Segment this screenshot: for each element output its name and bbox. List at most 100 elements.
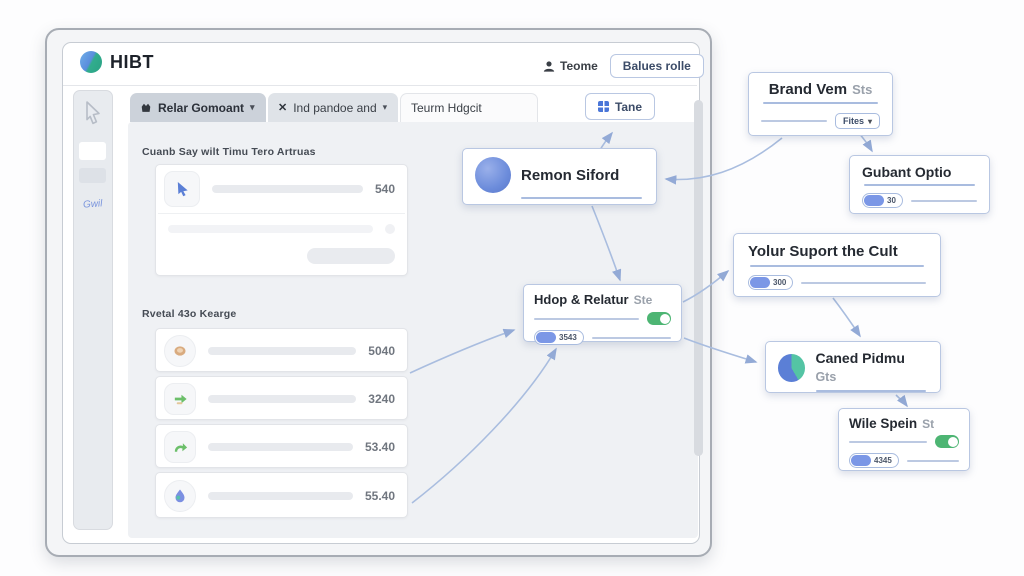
rail-swatch-gray[interactable] — [79, 168, 106, 183]
line-placeholder — [906, 459, 959, 462]
value-badge: 30 — [862, 193, 903, 208]
node-caned-pidmu[interactable]: Caned Pidmu Gts — [765, 341, 941, 393]
list-item[interactable]: 53.40 — [155, 424, 408, 468]
underline — [816, 390, 926, 392]
tane-label: Tane — [614, 99, 643, 114]
chevron-down-icon: ▾ — [382, 102, 388, 112]
tab-teurm-hdgcit[interactable]: Teurm Hdgcit — [400, 93, 538, 122]
logo-text: HIBT — [110, 51, 154, 72]
node-title: Yolur Suport the Cult — [748, 243, 898, 260]
toggle-knob — [948, 436, 958, 447]
app-logo: HIBT — [80, 51, 154, 73]
underline — [864, 184, 975, 186]
progress-pill — [750, 277, 770, 288]
line-placeholder — [534, 317, 639, 320]
faint-row — [156, 214, 407, 240]
pointer-icon — [164, 171, 200, 207]
value-badge: 4345 — [849, 453, 899, 468]
crown-icon — [141, 103, 151, 112]
badge-value: 4345 — [874, 456, 892, 465]
node-title: Caned Pidmu — [815, 350, 905, 366]
summary-card: 540 — [155, 164, 408, 276]
progress-pill — [864, 195, 884, 206]
tab-ind-pandoe[interactable]: ✕ Ind pandoe and ▾ — [268, 93, 398, 122]
text-placeholder-bar — [208, 492, 353, 500]
rail-handwritten-note: Gwil — [82, 198, 103, 211]
node-wile-spein[interactable]: Wile Spein St 4345 — [838, 408, 970, 471]
teams-label: Teome — [560, 59, 598, 73]
node-title: Remon Siford — [521, 166, 620, 184]
text-placeholder-bar — [212, 185, 363, 193]
droplet-icon — [164, 480, 196, 512]
node-title: Hdop & Relatur — [534, 292, 629, 307]
underline — [750, 265, 924, 267]
tool-rail — [73, 90, 113, 530]
text-placeholder-bar — [208, 395, 357, 403]
scrollbar[interactable] — [694, 100, 703, 456]
grid-icon — [597, 101, 609, 112]
section-title-1: Cuanb Say wilt Timu Tero Artruas — [142, 146, 316, 158]
node-title: Brand Vem — [768, 81, 848, 98]
underline — [521, 197, 642, 199]
person-icon — [543, 60, 555, 72]
text-placeholder-bar — [208, 347, 357, 355]
toggle-switch[interactable] — [935, 435, 959, 448]
list-item[interactable]: 540 — [156, 165, 407, 213]
list-item[interactable]: 5040 — [155, 328, 408, 372]
teams-menu[interactable]: Teome — [543, 59, 598, 73]
row-value: 540 — [374, 182, 395, 196]
node-title-suffix: Sts — [852, 82, 873, 97]
tab-label: Teurm Hdgcit — [411, 101, 482, 115]
tab-label: Ind pandoe and — [293, 100, 377, 115]
node-hdop-relatur[interactable]: Hdop & Relatur Ste 3543 — [523, 284, 682, 345]
toggle-knob — [660, 313, 670, 324]
button-placeholder[interactable] — [307, 248, 395, 264]
row-value: 5040 — [368, 344, 395, 358]
tab-label: Relar Gomoant — [158, 100, 245, 115]
node-yolur-suport[interactable]: Yolur Suport the Cult 300 — [733, 233, 941, 297]
pie-chart-icon — [778, 354, 806, 382]
badge-value: 300 — [773, 278, 787, 287]
rail-swatch-white[interactable] — [79, 142, 106, 160]
value-badge: 300 — [748, 275, 794, 290]
chevron-down-icon: ▾ — [867, 116, 872, 126]
filter-dropdown-button[interactable]: Fites ▾ — [834, 113, 880, 129]
value-badge: 3543 — [534, 330, 584, 345]
node-title-suffix: Ste — [633, 292, 653, 307]
tab-relar-gomoant[interactable]: Relar Gomoant ▾ — [130, 93, 266, 122]
text-placeholder-bar — [208, 443, 353, 451]
mini-dot — [385, 224, 395, 234]
row-value: 55.40 — [364, 489, 395, 503]
header-divider — [63, 85, 697, 86]
toggle-switch[interactable] — [647, 312, 671, 325]
node-title-suffix: St — [922, 416, 935, 431]
arrow-right-icon — [164, 383, 196, 415]
line-placeholder — [910, 199, 977, 202]
balance-rules-button[interactable]: Balues rolle — [609, 54, 704, 78]
close-icon[interactable]: ✕ — [278, 102, 288, 114]
node-remon-siford[interactable]: Remon Siford — [462, 148, 657, 205]
line-placeholder — [591, 336, 671, 339]
list-item[interactable]: 55.40 — [155, 472, 408, 518]
tane-button[interactable]: Tane — [585, 93, 655, 120]
progress-pill — [851, 455, 871, 466]
text-placeholder-bar — [168, 225, 373, 233]
curved-arrow-icon — [164, 431, 196, 463]
dropdown-label: Fites — [842, 116, 864, 126]
progress-pill — [536, 332, 556, 343]
globe-icon — [475, 157, 511, 193]
chevron-down-icon: ▾ — [250, 102, 255, 112]
badge-value: 3543 — [559, 333, 577, 342]
location-blob-icon — [164, 335, 196, 367]
cursor-tool-icon[interactable] — [81, 100, 105, 128]
row-value: 53.40 — [364, 440, 395, 454]
row-value: 3240 — [368, 392, 395, 406]
node-gubant-optio[interactable]: Gubant Optio 30 — [849, 155, 990, 214]
line-placeholder — [849, 440, 927, 443]
node-title-suffix: Gts — [815, 370, 837, 384]
divider — [158, 213, 405, 214]
section-title-2: Rvetal 43o Kearge — [142, 308, 237, 320]
node-brand-vem[interactable]: Brand Vem Sts Fites ▾ — [748, 72, 893, 136]
list-item[interactable]: 3240 — [155, 376, 408, 420]
